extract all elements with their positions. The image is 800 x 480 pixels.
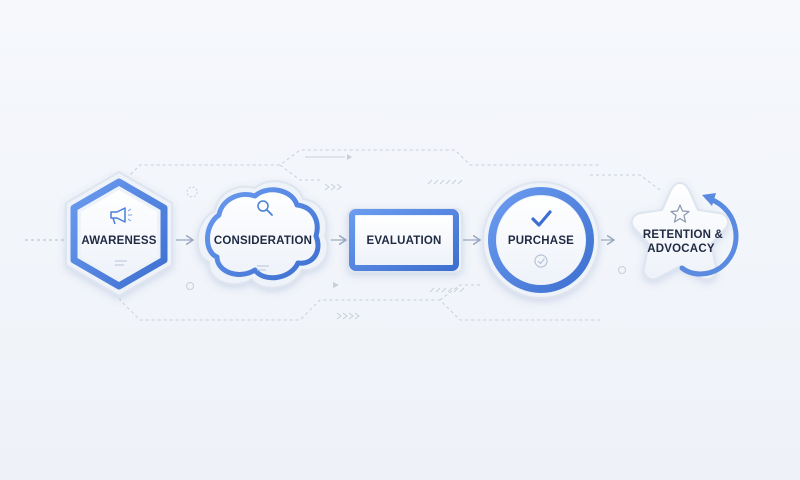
stage-awareness: AWARENESS xyxy=(65,170,173,298)
checkmark-icon xyxy=(531,210,552,227)
text-lines-decoration xyxy=(115,260,127,266)
refresh-arrow-icon xyxy=(679,193,739,277)
stage-label-awareness: AWARENESS xyxy=(81,235,156,247)
stage-label-retention-line-1: RETENTION & xyxy=(643,229,723,241)
stage-retention-advocacy: RETENTION & ADVOCACY xyxy=(630,181,739,281)
stage-label-evaluation: EVALUATION xyxy=(366,235,441,247)
stage-evaluation: EVALUATION xyxy=(347,208,463,273)
stage-consideration: CONSIDERATION xyxy=(196,180,329,289)
magnifier-icon xyxy=(257,200,273,216)
text-lines-decoration xyxy=(257,265,269,271)
stage-label-purchase: PURCHASE xyxy=(508,235,574,247)
check-circle-icon xyxy=(534,254,548,268)
megaphone-icon xyxy=(110,207,132,225)
stage-purchase: PURCHASE xyxy=(482,181,600,299)
stage-label-consideration: CONSIDERATION xyxy=(214,235,312,247)
stage-label-retention-line-2: ADVOCACY xyxy=(647,243,715,255)
star-icon xyxy=(670,204,690,223)
